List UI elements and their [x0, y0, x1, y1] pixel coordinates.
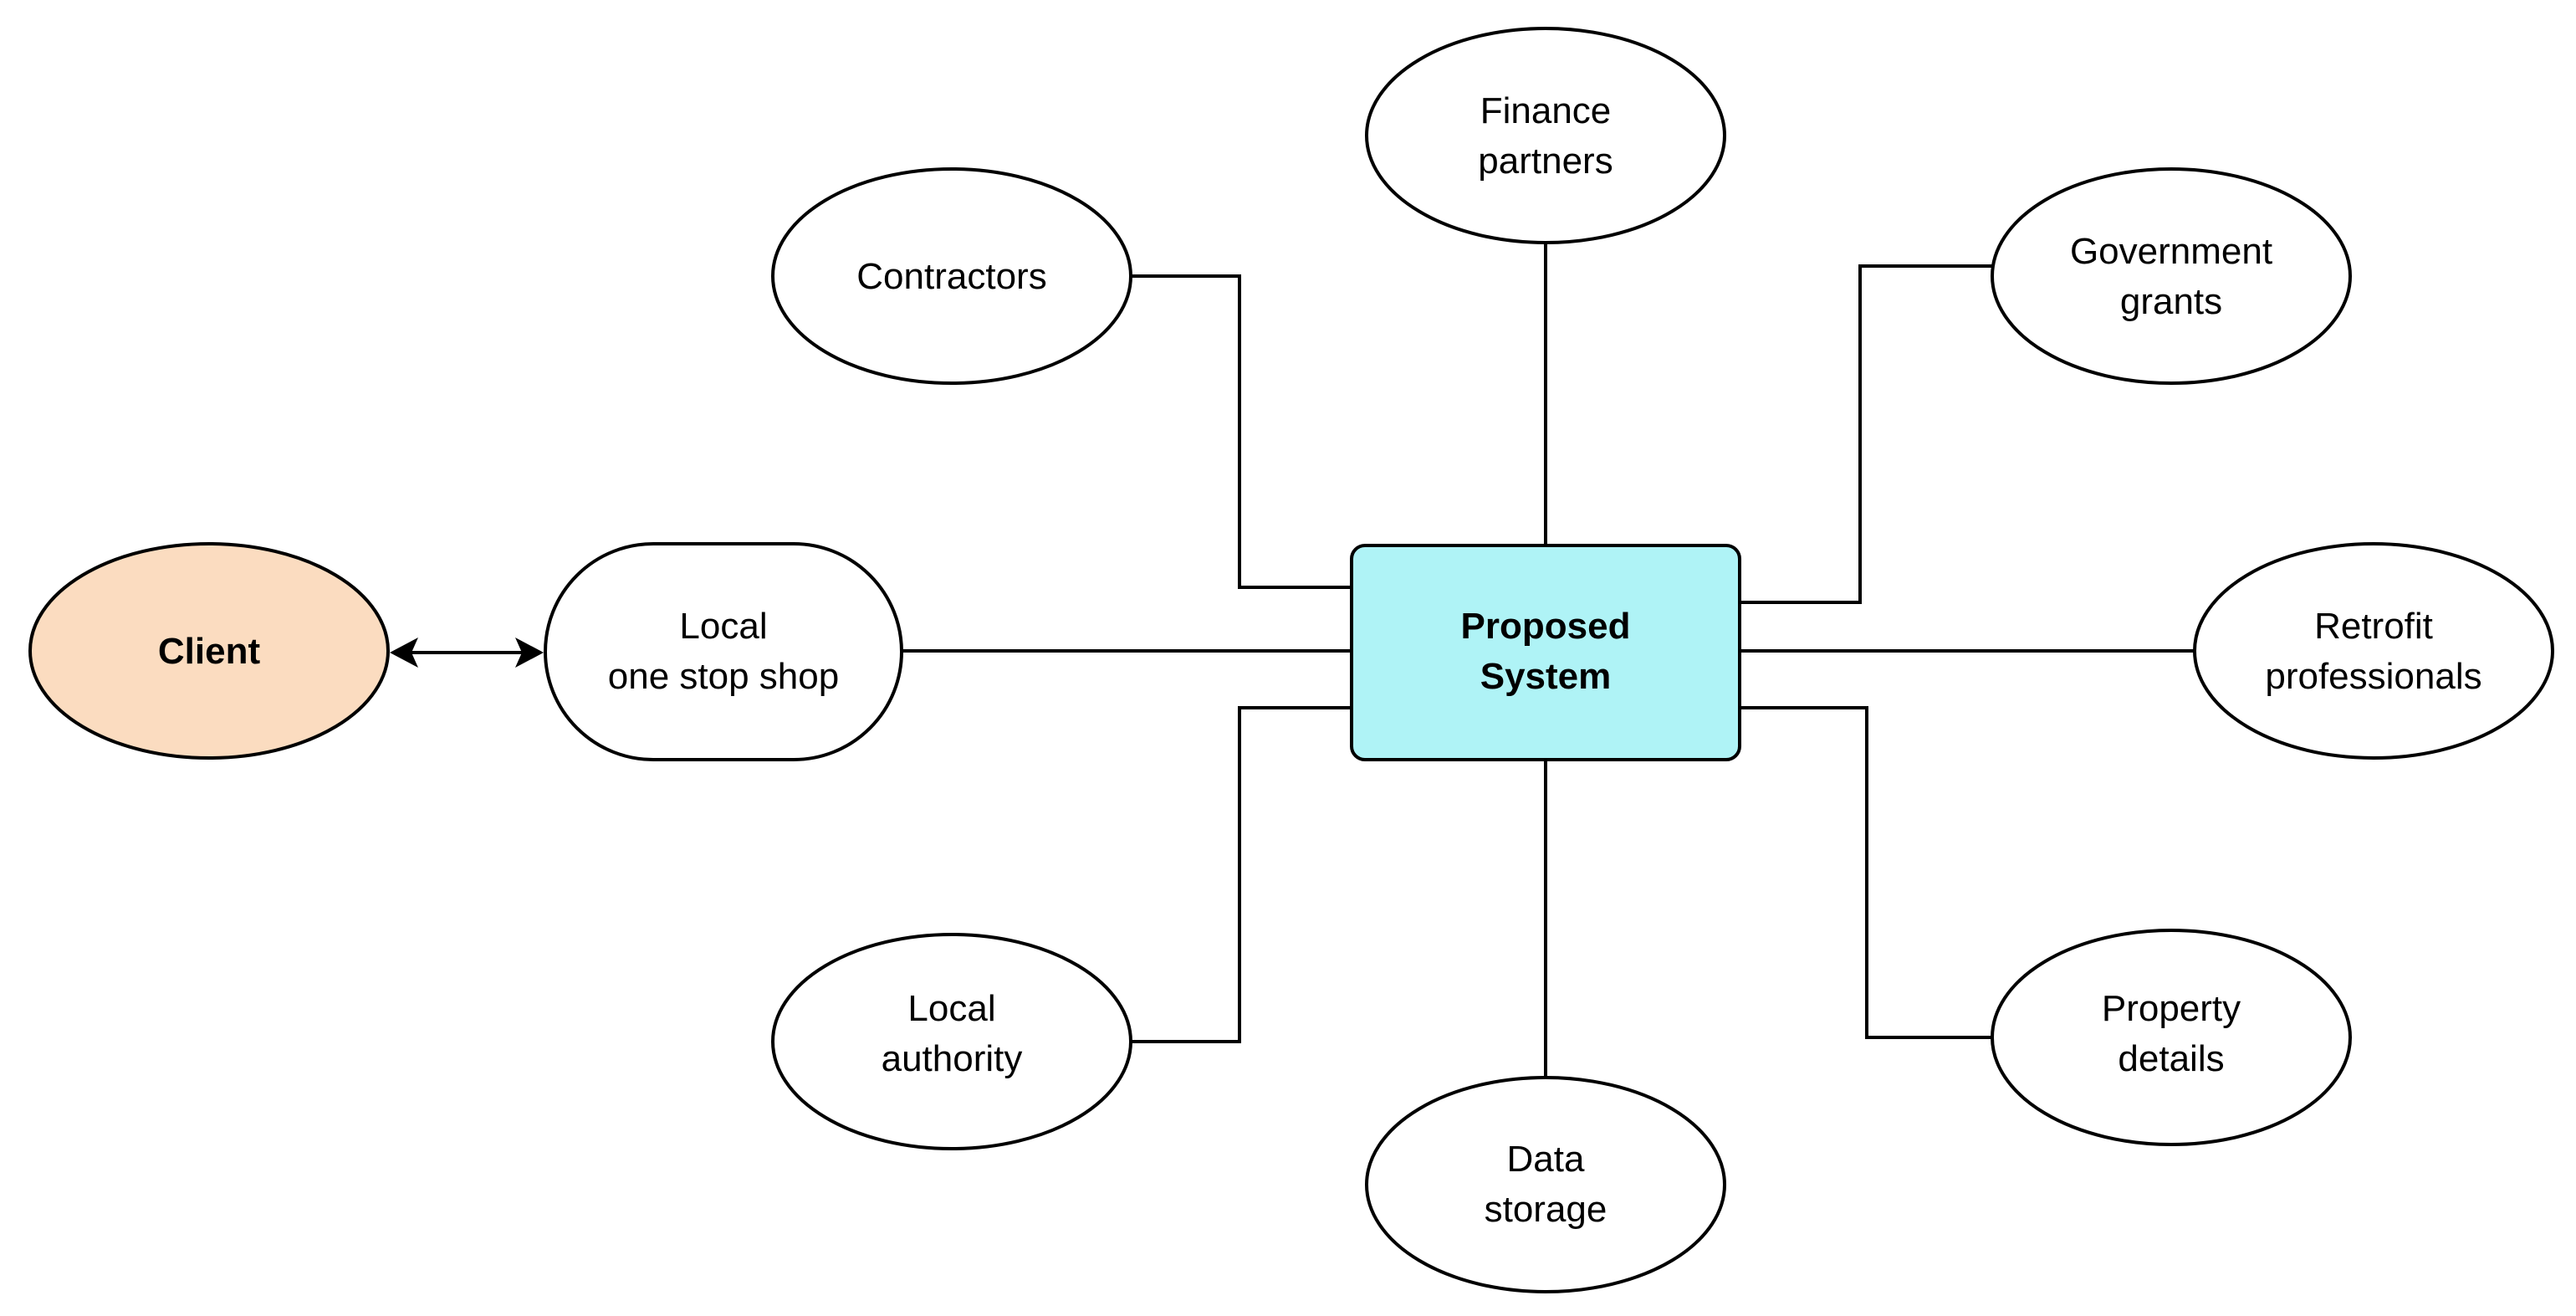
node-label: Contractors: [856, 256, 1046, 297]
node-contractors[interactable]: Contractors: [771, 167, 1132, 385]
node-local-authority[interactable]: Local authority: [771, 933, 1132, 1150]
node-label: professionals: [2265, 656, 2481, 697]
node-label: System: [1480, 656, 1612, 697]
node-government-grants[interactable]: Government grants: [1991, 167, 2352, 385]
node-label: grants: [2120, 281, 2222, 322]
connectors: [390, 243, 2196, 1078]
connector-local-authority: [1131, 706, 1352, 1043]
arrowhead-right: [515, 638, 544, 668]
connector-government-grants: [1740, 264, 1992, 604]
node-label: authority: [882, 1038, 1023, 1079]
node-label: storage: [1485, 1189, 1607, 1230]
node-label: Government: [2070, 231, 2272, 272]
node-label: Finance: [1480, 90, 1612, 131]
connector-property-details: [1740, 706, 1992, 1039]
node-finance-partners[interactable]: Finance partners: [1365, 27, 1726, 244]
node-label: Property: [2102, 988, 2241, 1029]
node-proposed-system[interactable]: Proposed System: [1350, 544, 1741, 761]
node-data-storage[interactable]: Data storage: [1365, 1076, 1726, 1293]
bidirectional-arrow: [390, 638, 544, 668]
node-label: Proposed: [1461, 606, 1631, 647]
connector-contractors: [1131, 274, 1352, 589]
node-one-stop-shop[interactable]: Local one stop shop: [544, 542, 903, 761]
node-label: Client: [158, 631, 261, 672]
node-property-details[interactable]: Property details: [1991, 929, 2352, 1146]
node-label: Retrofit: [2314, 606, 2433, 647]
node-client[interactable]: Client: [28, 542, 390, 760]
arrowhead-left: [390, 638, 418, 668]
node-label: partners: [1478, 141, 1613, 182]
node-label: details: [2118, 1038, 2224, 1079]
node-retrofit-professionals[interactable]: Retrofit professionals: [2193, 542, 2554, 760]
node-label: Data: [1507, 1139, 1585, 1180]
node-label: Local: [679, 606, 767, 647]
node-label: Local: [907, 988, 995, 1029]
node-label: one stop shop: [608, 656, 839, 697]
